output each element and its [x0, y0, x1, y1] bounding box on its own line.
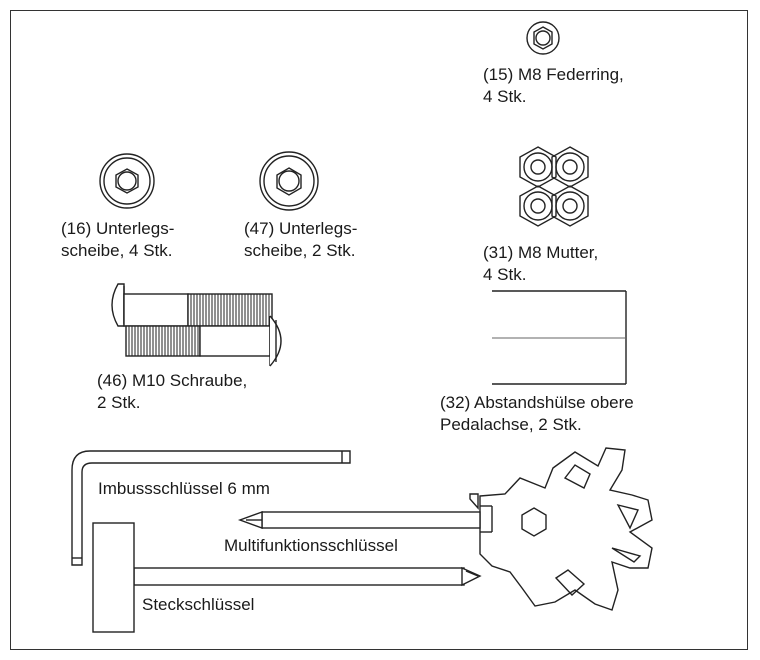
bolt-icon [111, 283, 273, 327]
allen-key-label: Imbussschlüssel 6 mm [98, 479, 270, 498]
hex-nut-icon [519, 146, 589, 227]
part-47-line1: (47) Unterlegs- [244, 219, 358, 238]
part-15-line2: 4 Stk. [483, 87, 527, 106]
part-46-label: (46) M10 Schraube, 2 Stk. [97, 370, 247, 414]
allen-key-icon [71, 450, 351, 566]
part-32-label: (32) Abstandshülse obere Pedalachse, 2 S… [440, 392, 634, 436]
part-32-line2: Pedalachse, 2 Stk. [440, 415, 582, 434]
multi-tool-pointer-icon [237, 511, 481, 529]
washer-icon [259, 151, 319, 211]
part-31-label: (31) M8 Mutter, 4 Stk. [483, 242, 598, 286]
part-47-line2: scheibe, 2 Stk. [244, 241, 356, 260]
bolt-icon [125, 315, 282, 367]
part-16-line2: scheibe, 4 Stk. [61, 241, 173, 260]
part-47-label: (47) Unterlegs- scheibe, 2 Stk. [244, 218, 357, 262]
socket-wrench-icon [92, 522, 482, 633]
spacer-sleeve-icon [492, 290, 627, 385]
part-15-line1: (15) M8 Federring, [483, 65, 624, 84]
part-15-label: (15) M8 Federring, 4 Stk. [483, 64, 624, 108]
part-31-line1: (31) M8 Mutter, [483, 243, 599, 262]
multi-tool-label: Multifunktionsschlüssel [224, 536, 398, 555]
part-32-line1: (32) Abstandshülse obere [440, 393, 634, 412]
spring-washer-icon [526, 21, 560, 55]
part-46-line2: 2 Stk. [97, 393, 141, 412]
socket-wrench-label: Steckschlüssel [142, 595, 255, 614]
part-31-line2: 4 Stk. [483, 265, 527, 284]
parts-frame [10, 10, 748, 650]
washer-icon [99, 153, 155, 209]
part-16-line1: (16) Unterlegs- [61, 219, 175, 238]
multi-tool-icon [469, 447, 653, 611]
part-46-line1: (46) M10 Schraube, [97, 371, 248, 390]
part-16-label: (16) Unterlegs- scheibe, 4 Stk. [61, 218, 174, 262]
